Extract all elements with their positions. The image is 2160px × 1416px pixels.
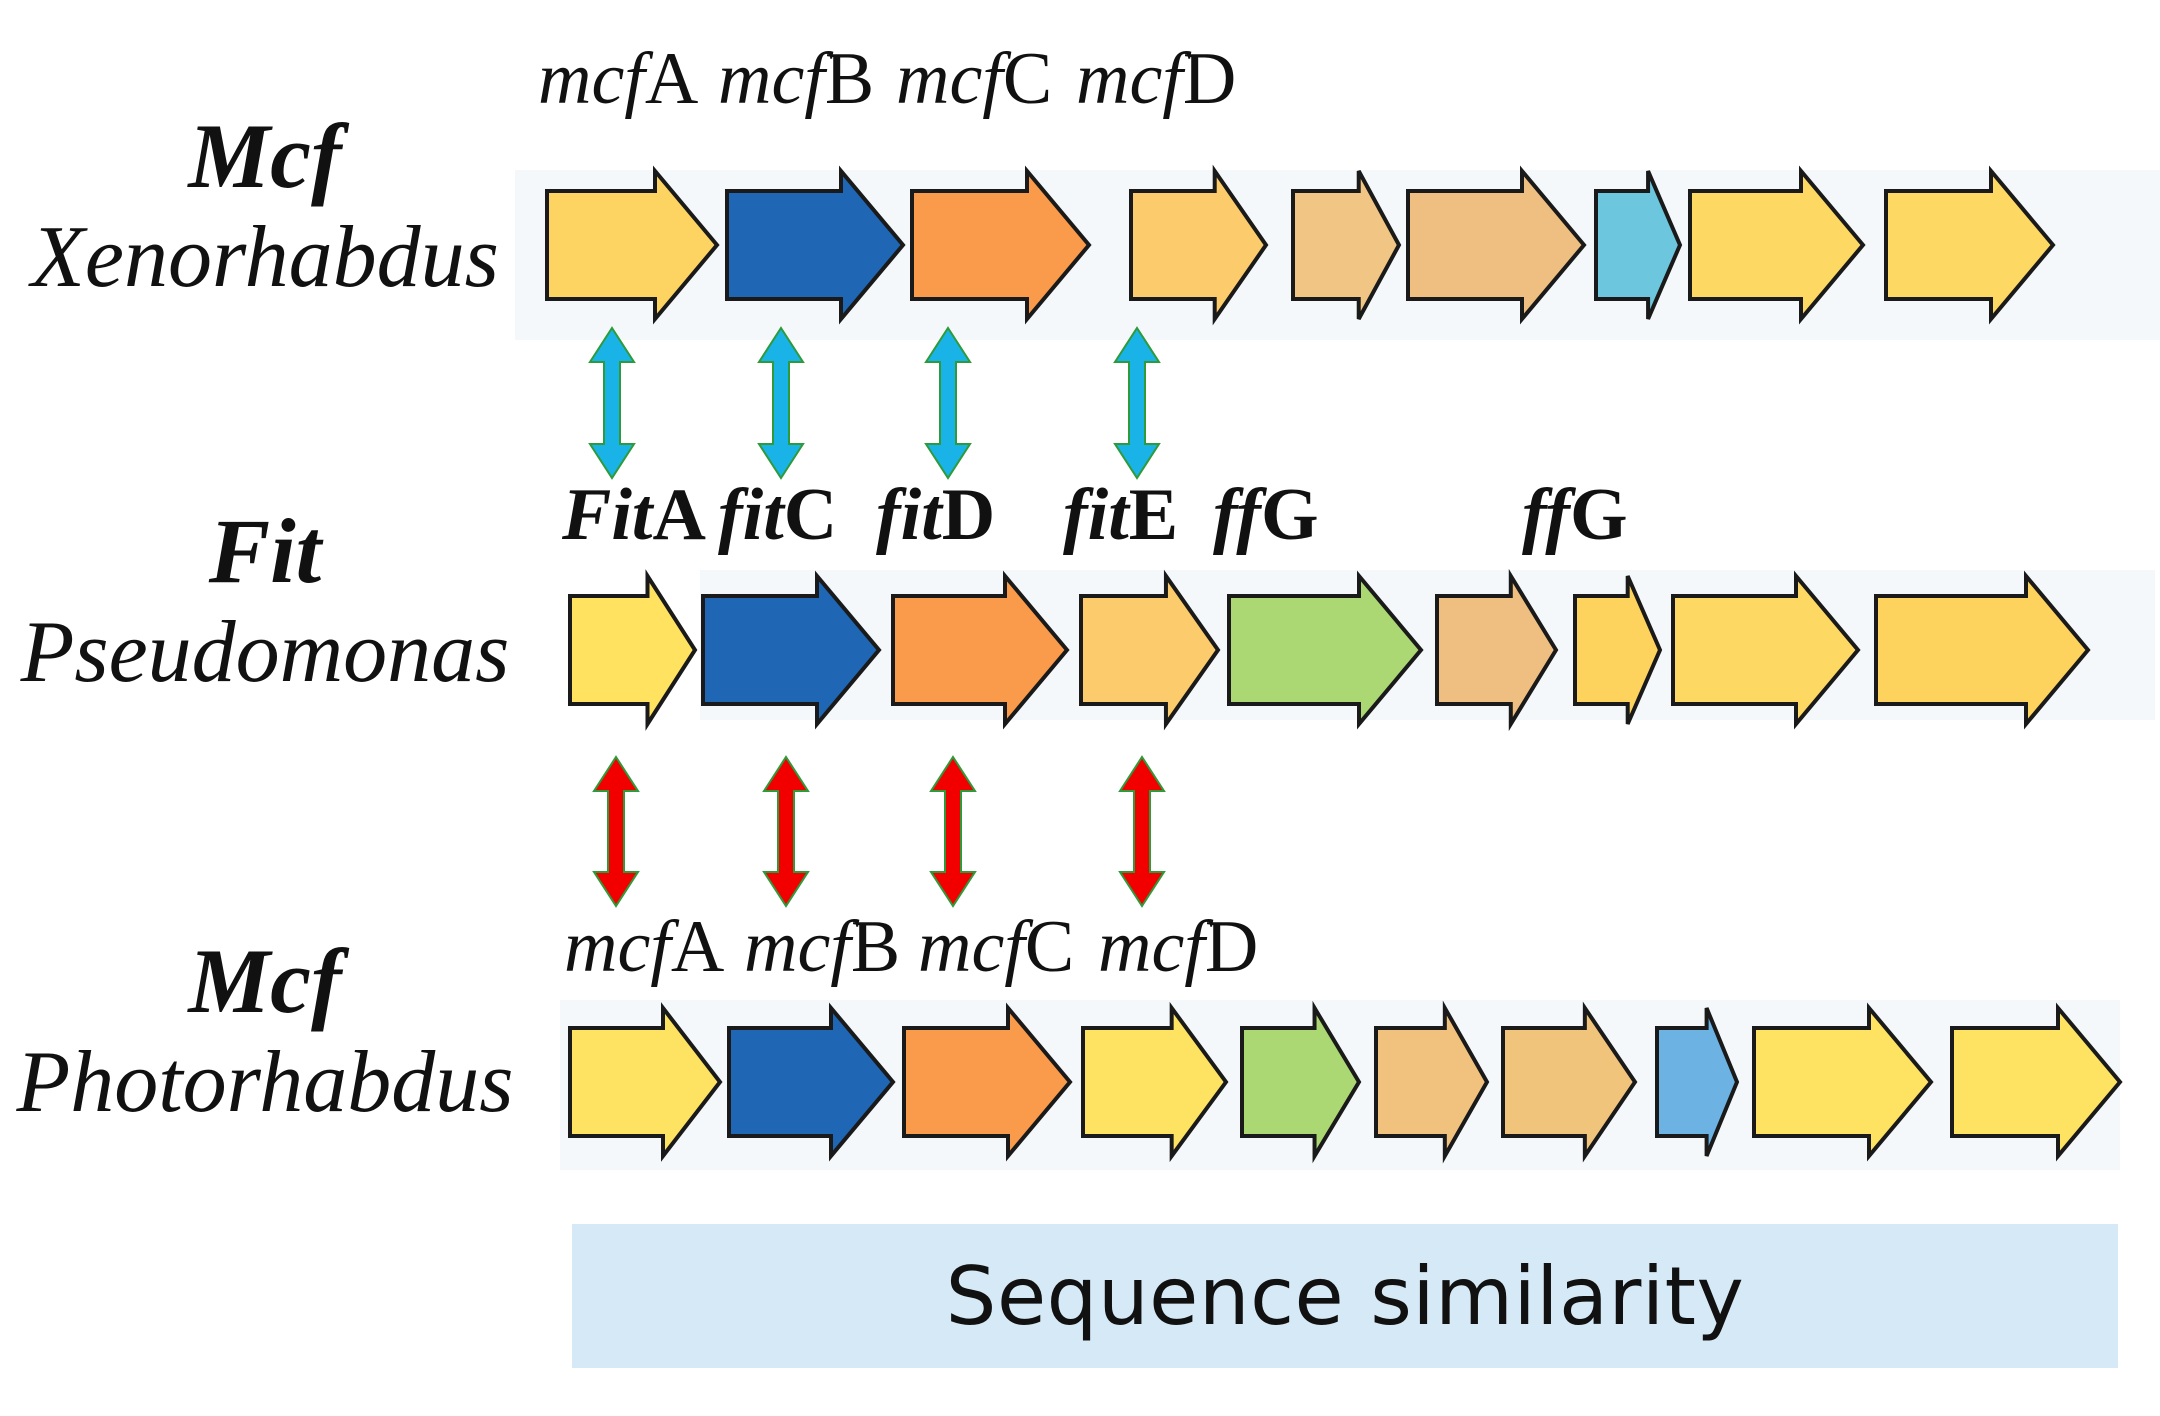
gene-label: fitD [876, 474, 996, 556]
gene-label: mcfD [1076, 38, 1237, 120]
gene-arrow [910, 165, 1092, 325]
gene-arrow [1594, 170, 1683, 320]
gene-arrow [1950, 1002, 2123, 1162]
gene-arrow [1291, 170, 1402, 320]
gene-arrow [1374, 1000, 1490, 1164]
gene-arrow [1240, 1000, 1362, 1164]
gene-arrow [727, 1002, 896, 1162]
gene-arrow [1688, 165, 1866, 325]
genus-name: Pseudomonas [20, 604, 510, 701]
system-name: Fit [208, 500, 322, 602]
organism-label-pseudomonas: Fit Pseudomonas [0, 505, 530, 697]
gene-arrow [1406, 165, 1587, 325]
gene-label: ffG [1213, 474, 1319, 556]
organism-label-photorhabdus: Mcf Photorhabdus [0, 935, 530, 1127]
gene-arrow [902, 1002, 1073, 1162]
gene-arrow [1573, 575, 1663, 725]
gene-arrow [568, 1002, 723, 1162]
homology-connector-red [592, 755, 640, 908]
sequence-similarity-bar: Sequence similarity [572, 1224, 2118, 1368]
gene-label: mcfC [896, 38, 1053, 120]
gene-label: fitC [718, 474, 838, 556]
gene-label: mcfB [718, 38, 875, 120]
system-name: Mcf [188, 930, 342, 1032]
sequence-similarity-label: Sequence similarity [945, 1249, 1745, 1343]
gene-label: fitE [1063, 474, 1179, 556]
homology-connector-blue [924, 326, 972, 480]
gene-arrow [1227, 570, 1424, 730]
genus-name: Photorhabdus [16, 1034, 514, 1131]
gene-arrow [1752, 1002, 1934, 1162]
gene-arrow [1079, 569, 1221, 731]
gene-arrow [1129, 164, 1269, 326]
gene-arrow [568, 569, 698, 731]
homology-connector-blue [1113, 326, 1161, 480]
gene-label: mcfA [538, 38, 699, 120]
gene-label: mcfC [918, 906, 1075, 988]
gene-arrow [1655, 1007, 1740, 1157]
gene-label: FitA [562, 474, 706, 556]
gene-label: mcfD [1098, 906, 1259, 988]
homology-connector-red [1118, 755, 1166, 908]
homology-connector-blue [757, 326, 805, 480]
gene-label: mcfB [744, 906, 901, 988]
gene-arrow [1081, 1001, 1229, 1163]
gene-arrow [725, 165, 906, 325]
gene-arrow [545, 165, 720, 325]
gene-arrow [1874, 570, 2091, 730]
gene-arrow [701, 570, 882, 730]
genus-name: Xenorhabdus [31, 209, 499, 306]
gene-label: mcfA [564, 906, 725, 988]
gene-arrow [1884, 165, 2056, 325]
homology-connector-red [929, 755, 977, 908]
homology-connector-red [762, 755, 810, 908]
organism-label-xenorhabdus: Mcf Xenorhabdus [0, 110, 530, 302]
system-name: Mcf [188, 105, 342, 207]
gene-arrow [891, 570, 1070, 730]
gene-arrow [1501, 1001, 1638, 1163]
gene-arrow [1435, 568, 1559, 732]
homology-connector-blue [588, 326, 636, 480]
gene-arrow [1671, 570, 1861, 730]
gene-label: ffG [1522, 474, 1628, 556]
